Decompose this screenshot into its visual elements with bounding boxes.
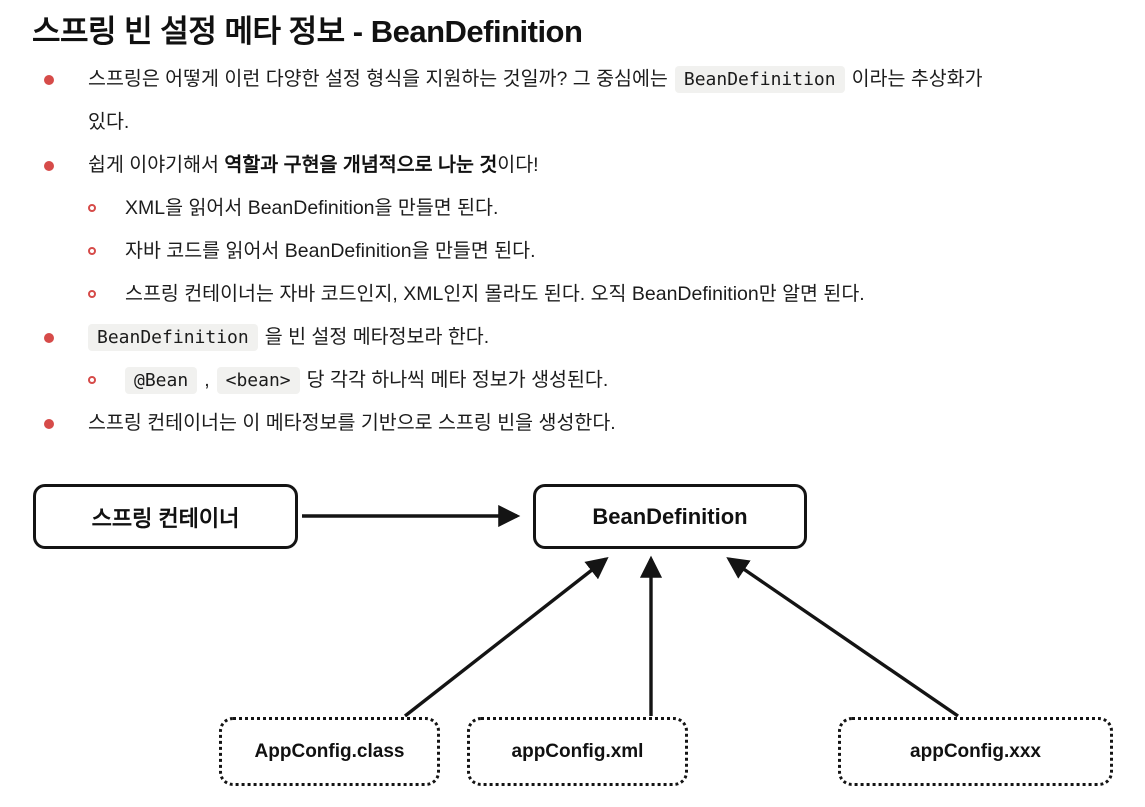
beandefinition-diagram: 스프링 컨테이너 BeanDefinition AppConfig.class … — [0, 475, 1145, 807]
list-item-text: 쉽게 이야기해서 역할과 구현을 개념적으로 나눈 것이다! — [88, 154, 539, 176]
inline-code: BeanDefinition — [88, 324, 258, 351]
sub-bullet-icon — [88, 273, 125, 298]
diagram-box-appconfig-xxx: appConfig.xxx — [838, 717, 1113, 786]
list-item: 스프링 컨테이너는 자바 코드인지, XML인지 몰라도 된다. 오직 Bean… — [0, 273, 1130, 316]
list-item: XML을 읽어서 BeanDefinition을 만들면 된다. — [0, 187, 1130, 230]
bullet-icon — [44, 144, 88, 171]
list-item-text: @Bean,<bean>당 각각 하나씩 메타 정보가 생성된다. — [125, 359, 1130, 402]
diagram-box-label: AppConfig.class — [254, 740, 405, 762]
list-item-text: 스프링 컨테이너는 자바 코드인지, XML인지 몰라도 된다. 오직 Bean… — [125, 283, 865, 305]
arrow-xxx-to-beandef — [726, 557, 959, 718]
diagram-box-label: appConfig.xxx — [910, 740, 1041, 762]
diagram-box-appconfig-class: AppConfig.class — [219, 717, 440, 786]
diagram-box-label: 스프링 컨테이너 — [91, 505, 240, 531]
bullet-icon — [44, 316, 88, 343]
inline-code: @Bean — [125, 367, 198, 394]
sub-bullet-icon — [88, 187, 125, 212]
list-item: @Bean,<bean>당 각각 하나씩 메타 정보가 생성된다. — [0, 359, 1130, 402]
inline-code: <bean> — [216, 367, 300, 394]
list-item: 스프링 컨테이너는 이 메타정보를 기반으로 스프링 빈을 생성한다. — [0, 402, 1130, 445]
arrow-class-to-beandef — [403, 556, 609, 718]
bullet-icon — [44, 58, 88, 85]
diagram-arrows — [302, 504, 959, 718]
sub-bullet-icon — [88, 359, 125, 384]
bullet-icon — [44, 402, 88, 429]
sub-bullet-icon — [88, 230, 125, 255]
list-item: 쉽게 이야기해서 역할과 구현을 개념적으로 나눈 것이다! — [0, 144, 1130, 187]
diagram-box-beandefinition: BeanDefinition — [533, 484, 807, 549]
diagram-box-label: appConfig.xml — [511, 740, 644, 762]
diagram-box-appconfig-xml: appConfig.xml — [467, 717, 688, 786]
list-item-text: XML을 읽어서 BeanDefinition을 만들면 된다. — [125, 197, 499, 219]
list-item-text: 자바 코드를 읽어서 BeanDefinition을 만들면 된다. — [125, 240, 536, 262]
diagram-box-spring-container: 스프링 컨테이너 — [33, 484, 298, 549]
page-title: 스프링 빈 설정 메타 정보 - BeanDefinition — [32, 14, 583, 49]
inline-code: BeanDefinition — [674, 66, 845, 93]
list-item: 자바 코드를 읽어서 BeanDefinition을 만들면 된다. — [0, 230, 1130, 273]
diagram-box-label: BeanDefinition — [592, 503, 748, 529]
list-item-text: 스프링 컨테이너는 이 메타정보를 기반으로 스프링 빈을 생성한다. — [88, 412, 616, 434]
